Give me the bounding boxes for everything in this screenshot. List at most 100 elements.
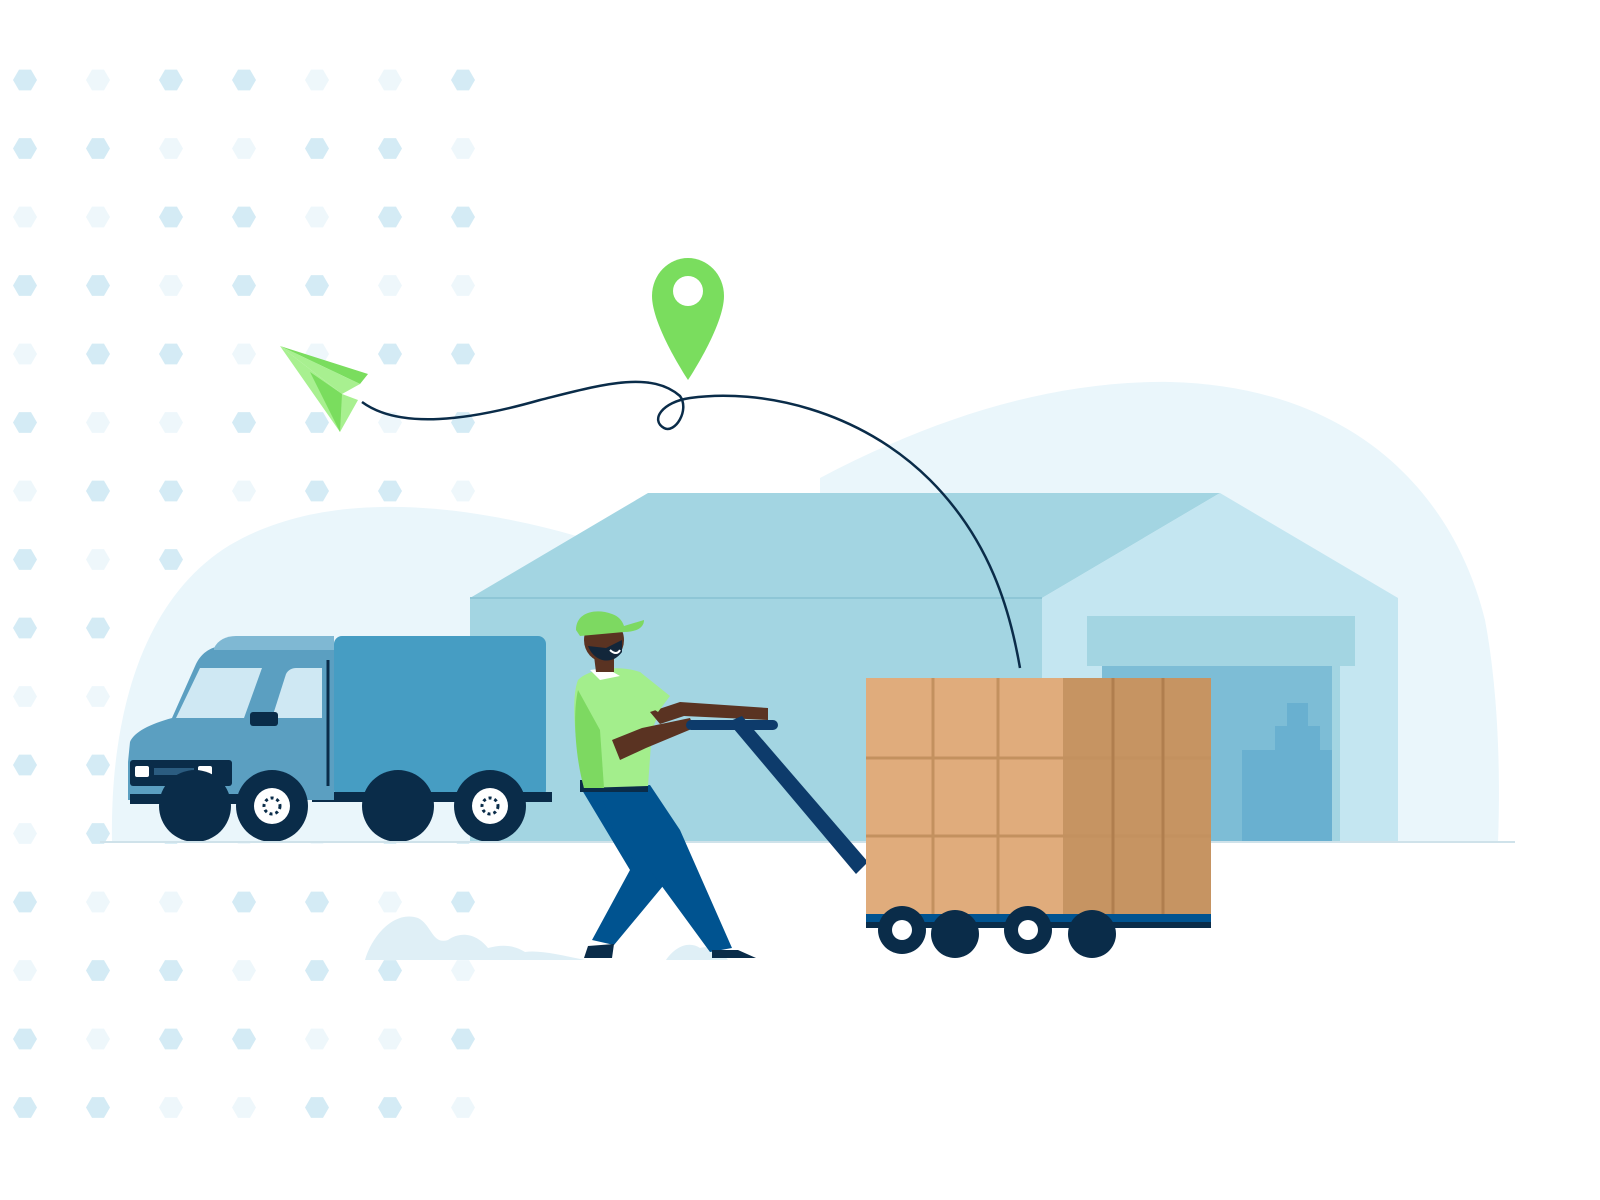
hexagon-dot xyxy=(86,69,110,91)
hexagon-dot xyxy=(86,891,110,913)
hexagon-dot xyxy=(86,960,110,981)
hexagon-dot xyxy=(305,412,329,433)
hexagon-dot xyxy=(159,480,183,502)
warehouse-main-roof xyxy=(470,493,1220,598)
cart-handle-bar xyxy=(728,716,868,874)
delivery-worker xyxy=(574,611,768,958)
hexagon-dot xyxy=(13,617,37,639)
hexagon-dot xyxy=(232,1028,256,1050)
hexagon-dot xyxy=(13,138,37,159)
hexagon-dot xyxy=(232,206,256,228)
truck-grille xyxy=(154,768,194,775)
cardboard-stack-dark xyxy=(1063,678,1211,914)
hexagon-dot xyxy=(451,138,475,159)
hexagon-dot xyxy=(378,138,402,159)
hexagon-dot xyxy=(86,823,110,844)
cart-hub-front-1 xyxy=(892,920,912,940)
hexagon-dot xyxy=(159,206,183,228)
worker-shirt-shade xyxy=(575,690,604,788)
hexagon-dot xyxy=(305,69,329,91)
truck-mirror xyxy=(250,712,278,726)
worker-beard xyxy=(588,640,622,661)
hexagon-dot xyxy=(378,1028,402,1050)
truck-headlight-left xyxy=(135,766,149,777)
hexagon-dot xyxy=(378,275,402,296)
worker-front-leg xyxy=(600,785,732,952)
hexagon-dot xyxy=(232,138,256,159)
hexagon-dot xyxy=(13,1028,37,1050)
hexagon-dot xyxy=(86,754,110,776)
dust-clouds xyxy=(365,916,728,960)
hexagon-dot xyxy=(451,480,475,502)
truck-rear-hub-bolts xyxy=(480,796,500,816)
hexagon-dot xyxy=(13,343,37,365)
hexagon-dot xyxy=(378,206,402,228)
hexagon-dot xyxy=(86,412,110,433)
flight-path xyxy=(361,380,1022,669)
hexagon-dot xyxy=(378,1097,402,1118)
hexagon-dot xyxy=(86,617,110,639)
truck-rear-wheel-back xyxy=(362,770,434,842)
hexagon-dot xyxy=(378,960,402,981)
cart-hub-front-2 xyxy=(1018,920,1038,940)
hexagon-dot xyxy=(86,480,110,502)
hexagon-dot xyxy=(13,275,37,296)
hexagon-dot xyxy=(232,891,256,913)
hexagon-dot xyxy=(86,1097,110,1118)
cardboard-stack-light xyxy=(866,678,1063,914)
hexagon-dot xyxy=(378,891,402,913)
hexagon-dot xyxy=(451,206,475,228)
hexagon-dot xyxy=(159,549,183,570)
paper-plane-icon xyxy=(280,346,368,432)
hexagon-dot xyxy=(159,343,183,365)
truck-cab-roof xyxy=(214,636,334,650)
hexagon-dot xyxy=(305,275,329,296)
hexagon-dot xyxy=(86,1028,110,1050)
hexagon-dot xyxy=(378,480,402,502)
hexagon-dot xyxy=(305,960,329,981)
hexagon-dot xyxy=(305,480,329,502)
truck-front-wheel-back xyxy=(159,770,231,842)
hexagon-dot xyxy=(305,1028,329,1050)
worker-sleeve xyxy=(634,672,670,712)
hexagon-dot xyxy=(232,343,256,365)
hexagon-dot xyxy=(13,206,37,228)
hexagon-dot xyxy=(232,960,256,981)
truck-front-hubcap xyxy=(254,788,290,824)
hexagon-dot xyxy=(232,275,256,296)
hexagon-dot xyxy=(86,343,110,365)
hexagon-dot xyxy=(305,1097,329,1118)
hexagon-dot xyxy=(305,138,329,159)
hexagon-dot xyxy=(13,686,37,707)
truck-windshield xyxy=(176,668,262,718)
hexagon-dot xyxy=(232,412,256,433)
hexagon-dot xyxy=(305,891,329,913)
hexagon-dot xyxy=(13,412,37,433)
cart-wheel-back-2 xyxy=(1068,910,1116,958)
hexagon-dot xyxy=(86,549,110,570)
hexagon-dot xyxy=(159,69,183,91)
warehouse-door-jamb xyxy=(1332,666,1340,842)
hexagon-dot xyxy=(451,960,475,981)
worker-smile xyxy=(609,649,621,654)
hexagon-dot xyxy=(451,343,475,365)
hexagon-dot xyxy=(86,138,110,159)
hexagon-dot xyxy=(159,412,183,433)
cart-handle-grip xyxy=(686,720,778,730)
hexagon-dot xyxy=(159,891,183,913)
worker-shoe-back xyxy=(584,944,614,958)
hexagon-dot xyxy=(451,1097,475,1118)
hexagon-dot xyxy=(232,1097,256,1118)
hexagon-dot xyxy=(305,206,329,228)
hexagon-dot xyxy=(13,1097,37,1118)
hexagon-dot xyxy=(159,1097,183,1118)
hexagon-dot xyxy=(13,754,37,776)
hexagon-dot xyxy=(86,686,110,707)
hexagon-dot xyxy=(378,343,402,365)
hexagon-dot xyxy=(232,69,256,91)
warehouse-inner-boxes xyxy=(1242,703,1332,842)
hexagon-dot xyxy=(13,480,37,502)
worker-cap xyxy=(576,611,644,636)
worker-upper-arm xyxy=(612,718,694,760)
